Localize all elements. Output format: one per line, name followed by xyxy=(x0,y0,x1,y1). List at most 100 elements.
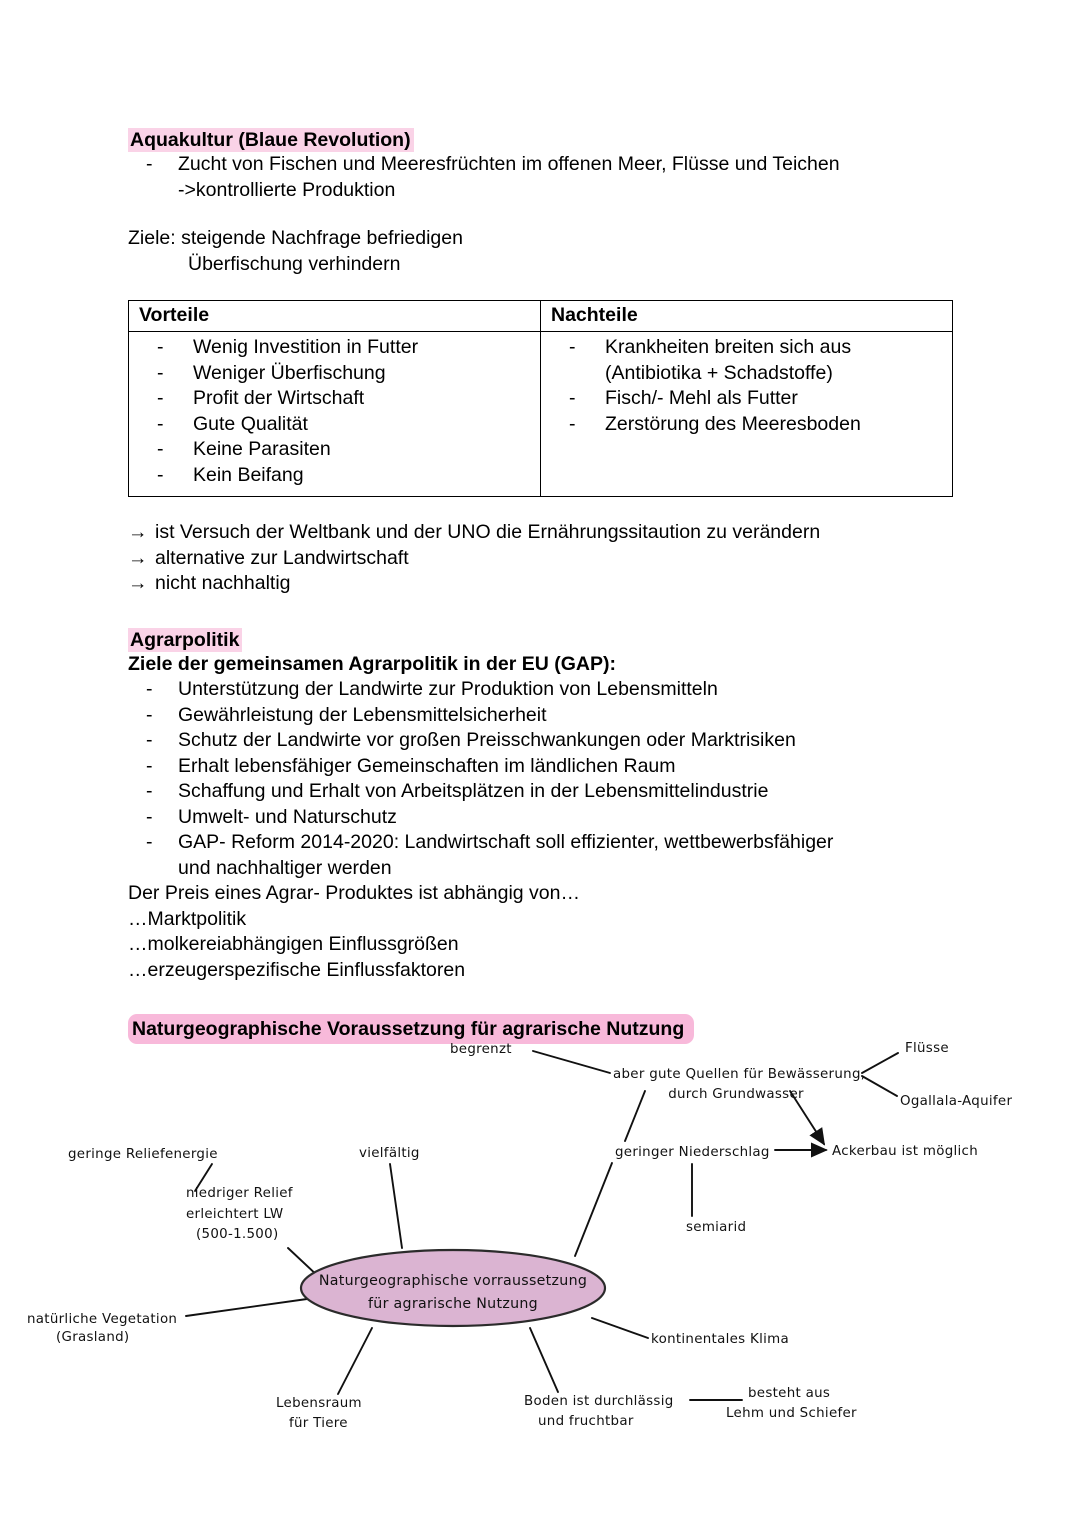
mindmap-node-ogallala-aquifer: Ogallala-Aquifer xyxy=(900,1094,1012,1109)
table-header-row: Vorteile Nachteile xyxy=(128,300,953,332)
list-item: - Schutz der Landwirte vor großen Preiss… xyxy=(128,728,963,754)
vorteile-list: - Wenig Investition in Futter - Weniger … xyxy=(129,335,540,488)
mindmap-node-niedriger-relief-line-1: niedriger Relief xyxy=(186,1186,293,1201)
list-item: - Unterstützung der Landwirte zur Produk… xyxy=(128,677,963,703)
list-item: - Keine Parasiten xyxy=(129,437,540,463)
aquakultur-conclusions-list: → ist Versuch der Weltbank und der UNO d… xyxy=(128,520,963,597)
gap-goals-list: - Unterstützung der Landwirte zur Produk… xyxy=(128,677,963,881)
spacer xyxy=(128,497,963,520)
mindmap-node-geringe-reliefenergie: geringe Reliefenergie xyxy=(68,1147,218,1162)
mindmap-node-fluesse: Flüsse xyxy=(905,1041,949,1056)
document-content: Aquakultur (Blaue Revolution) - Zucht vo… xyxy=(128,128,963,1044)
spacer xyxy=(128,983,963,1014)
list-item: - Umwelt- und Naturschutz xyxy=(128,805,963,831)
list-item: - Krankheiten breiten sich aus (Antibiot… xyxy=(541,335,952,386)
list-item-line-2: ->kontrollierte Produktion xyxy=(178,178,396,201)
mindmap-node-geringer-niederschlag: geringer Niederschlag xyxy=(615,1145,770,1160)
price-factor-3: …erzeugerspezifische Einflussfaktoren xyxy=(128,958,466,981)
table-cell-nachteile: - Krankheiten breiten sich aus (Antibiot… xyxy=(540,331,953,497)
list-item-label: GAP- Reform 2014-2020: Landwirtschaft so… xyxy=(178,831,834,853)
aquakultur-bullet-list: - Zucht von Fischen und Meeresfrüchten i… xyxy=(128,152,963,203)
dash-bullet-icon: - xyxy=(157,336,164,358)
table-header-nachteile: Nachteile xyxy=(540,300,953,332)
mindmap-node-besteht-aus-line-1: besteht aus xyxy=(748,1386,830,1401)
heading-naturgeographische: Naturgeographische Voraussetzung für agr… xyxy=(128,1014,963,1044)
mindmap-node-quellen-line-2: durch Grundwasser xyxy=(668,1087,804,1102)
arrow-right-icon: → xyxy=(128,572,148,594)
mindmap-node-lebensraum-line-2: für Tiere xyxy=(289,1416,348,1431)
mindmap-node-lebensraum-line-1: Lebensraum xyxy=(276,1396,362,1411)
mindmap-connectors xyxy=(185,1050,899,1401)
list-item-line-1: Zucht von Fischen und Meeresfrüchten im … xyxy=(178,153,840,175)
list-item: - Gewährleistung der Lebensmittelsicherh… xyxy=(128,703,963,729)
list-item-label: Wenig Investition in Futter xyxy=(193,336,419,358)
list-item: → alternative zur Landwirtschaft xyxy=(128,546,963,572)
list-item: - Wenig Investition in Futter xyxy=(129,335,540,361)
list-item: - Weniger Überfischung xyxy=(129,361,540,387)
subheading-gap-ziele: Ziele der gemeinsamen Agrarpolitik in de… xyxy=(128,652,616,675)
list-item-label: Zerstörung des Meeresboden xyxy=(605,412,861,435)
mindmap-center-line-1: Naturgeographische vorraussetzung xyxy=(319,1273,587,1289)
mindmap-node-quellen-line-1: aber gute Quellen für Bewässerung, xyxy=(613,1067,865,1082)
dash-bullet-icon: - xyxy=(146,780,153,802)
table-header-vorteile: Vorteile xyxy=(128,300,541,332)
heading-agrarpolitik-text: Agrarpolitik xyxy=(128,627,243,652)
nachteile-list: - Krankheiten breiten sich aus (Antibiot… xyxy=(541,335,952,437)
dash-bullet-icon: - xyxy=(146,805,153,828)
mindmap-node-ackerbau-ist-moeglich: Ackerbau ist möglich xyxy=(832,1144,978,1159)
mindmap-node-vegetation-line-1: natürliche Vegetation xyxy=(27,1312,177,1327)
dash-bullet-icon: - xyxy=(157,412,164,435)
list-item-label: Gute Qualität xyxy=(193,412,308,435)
mindmap-node-vielfaeltig: vielfältig xyxy=(359,1146,420,1161)
dash-bullet-icon: - xyxy=(146,754,153,777)
list-item-sublabel: und nachhaltiger werden xyxy=(178,856,392,879)
mindmap-diagram: Naturgeographische vorraussetzung für ag… xyxy=(0,1016,1080,1476)
dash-bullet-icon: - xyxy=(146,678,153,700)
ziele-line-2: Überfischung verhindern xyxy=(188,252,401,275)
heading-aquakultur: Aquakultur (Blaue Revolution) xyxy=(128,128,963,152)
mindmap-node-besteht-aus-line-2: Lehm und Schiefer xyxy=(726,1406,857,1421)
list-item-label: Unterstützung der Landwirte zur Produkti… xyxy=(178,678,718,700)
mindmap-node-boden-line-2: und fruchtbar xyxy=(538,1414,634,1429)
price-intro: Der Preis eines Agrar- Produktes ist abh… xyxy=(128,882,580,904)
price-factor-2: …molkereiabhängigen Einflussgrößen xyxy=(128,933,459,955)
dash-bullet-icon: - xyxy=(146,153,153,175)
dash-bullet-icon: - xyxy=(146,703,153,726)
dash-bullet-icon: - xyxy=(157,463,164,486)
heading-naturgeographische-text: Naturgeographische Voraussetzung für agr… xyxy=(128,1014,695,1044)
list-item: - Kein Beifang xyxy=(129,463,540,489)
list-item: - Erhalt lebensfähiger Gemeinschaften im… xyxy=(128,754,963,780)
list-item-label: Fisch/- Mehl als Futter xyxy=(605,387,798,409)
mindmap-node-niedriger-relief-line-3: (500-1.500) xyxy=(196,1227,278,1242)
arrow-right-icon: → xyxy=(128,546,148,569)
dash-bullet-icon: - xyxy=(146,729,153,751)
list-item-label: alternative zur Landwirtschaft xyxy=(155,546,409,569)
spacer xyxy=(128,597,963,628)
list-item-label: Krankheiten breiten sich aus xyxy=(605,336,852,358)
list-item-label: Keine Parasiten xyxy=(193,438,331,460)
dash-bullet-icon: - xyxy=(569,387,576,409)
heading-aquakultur-text: Aquakultur (Blaue Revolution) xyxy=(128,128,414,152)
list-item: - Zerstörung des Meeresboden xyxy=(541,412,952,438)
list-item: - GAP- Reform 2014-2020: Landwirtschaft … xyxy=(128,830,963,881)
mindmap-node-semiarid: semiarid xyxy=(686,1220,746,1235)
dash-bullet-icon: - xyxy=(157,361,164,384)
list-item-label: Schutz der Landwirte vor großen Preissch… xyxy=(178,729,796,751)
list-item: → nicht nachhaltig xyxy=(128,571,963,597)
spacer xyxy=(128,203,963,226)
list-item: - Profit der Wirtschaft xyxy=(129,386,540,412)
list-item-label: Schaffung und Erhalt von Arbeitsplätzen … xyxy=(178,780,769,802)
vorteile-nachteile-table: Vorteile Nachteile - Wenig Investition i… xyxy=(128,300,953,497)
list-item-label: Profit der Wirtschaft xyxy=(193,387,365,409)
mindmap-center-line-2: für agrarische Nutzung xyxy=(368,1296,538,1312)
dash-bullet-icon: - xyxy=(569,412,576,435)
mindmap-center-ellipse xyxy=(299,1248,607,1328)
list-item-label: Erhalt lebensfähiger Gemeinschaften im l… xyxy=(178,754,676,777)
table-cell-vorteile: - Wenig Investition in Futter - Weniger … xyxy=(128,331,541,497)
price-factor-1: …Marktpolitik xyxy=(128,907,247,930)
list-item: - Gute Qualität xyxy=(129,412,540,438)
list-item-label: Weniger Überfischung xyxy=(193,361,386,384)
list-item: → ist Versuch der Weltbank und der UNO d… xyxy=(128,520,963,546)
mindmap-node-kontinentales-klima: kontinentales Klima xyxy=(651,1332,789,1347)
